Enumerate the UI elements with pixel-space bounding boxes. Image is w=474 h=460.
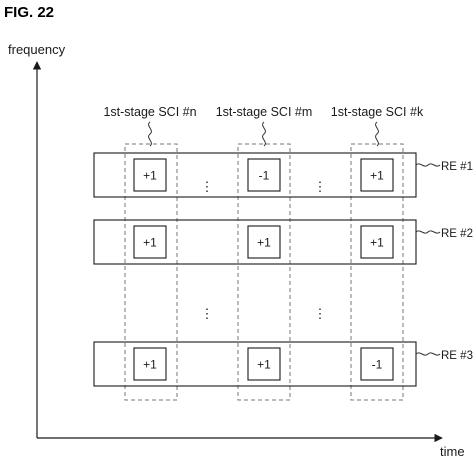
re-cell-value: -1 <box>259 169 270 183</box>
sci-column-label: 1st-stage SCI #n <box>103 105 196 119</box>
re-row-band <box>93 219 417 265</box>
sci-column-label: 1st-stage SCI #m <box>216 105 313 119</box>
sci-column-connector <box>262 121 266 147</box>
y-axis-label: frequency <box>8 42 66 57</box>
gap-ellipsis: ⋮ <box>201 306 214 321</box>
re-cell-value: +1 <box>143 169 157 183</box>
re-cell-value: +1 <box>370 236 384 250</box>
re-row-connector <box>415 230 441 234</box>
re-cell-value: +1 <box>143 236 157 250</box>
sci-columns: 1st-stage SCI #n 1st-stage SCI #m 1st-stag… <box>103 105 424 401</box>
re-cell-box <box>360 158 394 192</box>
sci-column-label: 1st-stage SCI #k <box>331 105 424 119</box>
re-cell-value: +1 <box>143 358 157 372</box>
re-cell-box <box>360 347 394 381</box>
gap-ellipsis: ⋮ <box>314 306 327 321</box>
re-cell-box <box>133 225 167 259</box>
re-cell-box <box>360 225 394 259</box>
re-row-band <box>93 152 417 198</box>
re-cell-value: +1 <box>370 169 384 183</box>
re-cell-box <box>247 158 281 192</box>
sci-column-connector <box>148 121 152 147</box>
re-row-label: RE #1 <box>441 161 473 173</box>
re-cell-box <box>247 347 281 381</box>
figure-label: FIG. 22 <box>4 4 54 21</box>
sci-column-connector <box>375 121 379 147</box>
re-cell-box <box>133 347 167 381</box>
re-cell-value: +1 <box>257 358 271 372</box>
re-row-band <box>93 341 417 387</box>
re-row-connector <box>415 163 441 167</box>
re-cell-box <box>133 158 167 192</box>
re-cell-value: +1 <box>257 236 271 250</box>
re-row-connector <box>415 352 441 356</box>
gap-ellipsis: ⋮ <box>201 179 214 194</box>
re-row-label: RE #3 <box>441 350 473 362</box>
x-axis-label: time <box>440 444 465 459</box>
re-cell-box <box>247 225 281 259</box>
re-rows: +1 -1 +1 RE #1 +1 +1 +1 RE #2 +1 +1 -1 RE #3 <box>93 152 473 387</box>
gap-ellipsis: ⋮ <box>314 179 327 194</box>
re-row-label: RE #2 <box>441 228 473 240</box>
gap-markers: ⋮ ⋮ ⋮ ⋮ <box>201 179 327 321</box>
re-cell-value: -1 <box>372 358 383 372</box>
